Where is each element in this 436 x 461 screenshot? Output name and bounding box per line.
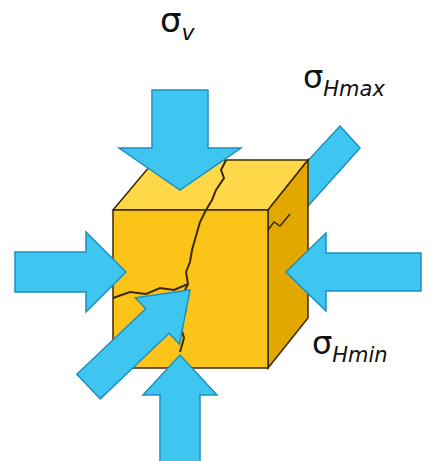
crack: [268, 214, 290, 230]
stress-arrow: [119, 90, 241, 190]
symbol: σ: [303, 58, 323, 96]
stress-arrow: [15, 232, 126, 312]
stress-label: σHmin: [312, 326, 388, 361]
stress-label: σv: [160, 2, 195, 39]
symbol: σ: [312, 324, 332, 362]
stress-arrow: [286, 233, 421, 311]
crack: [180, 160, 226, 352]
subscript: v: [182, 20, 195, 45]
symbol: σ: [160, 0, 182, 40]
stress-arrow: [77, 290, 190, 399]
subscript: Hmax: [323, 77, 385, 101]
stress-label: σHmax: [303, 60, 385, 95]
stress-arrow: [143, 355, 217, 461]
subscript: Hmin: [332, 343, 387, 367]
